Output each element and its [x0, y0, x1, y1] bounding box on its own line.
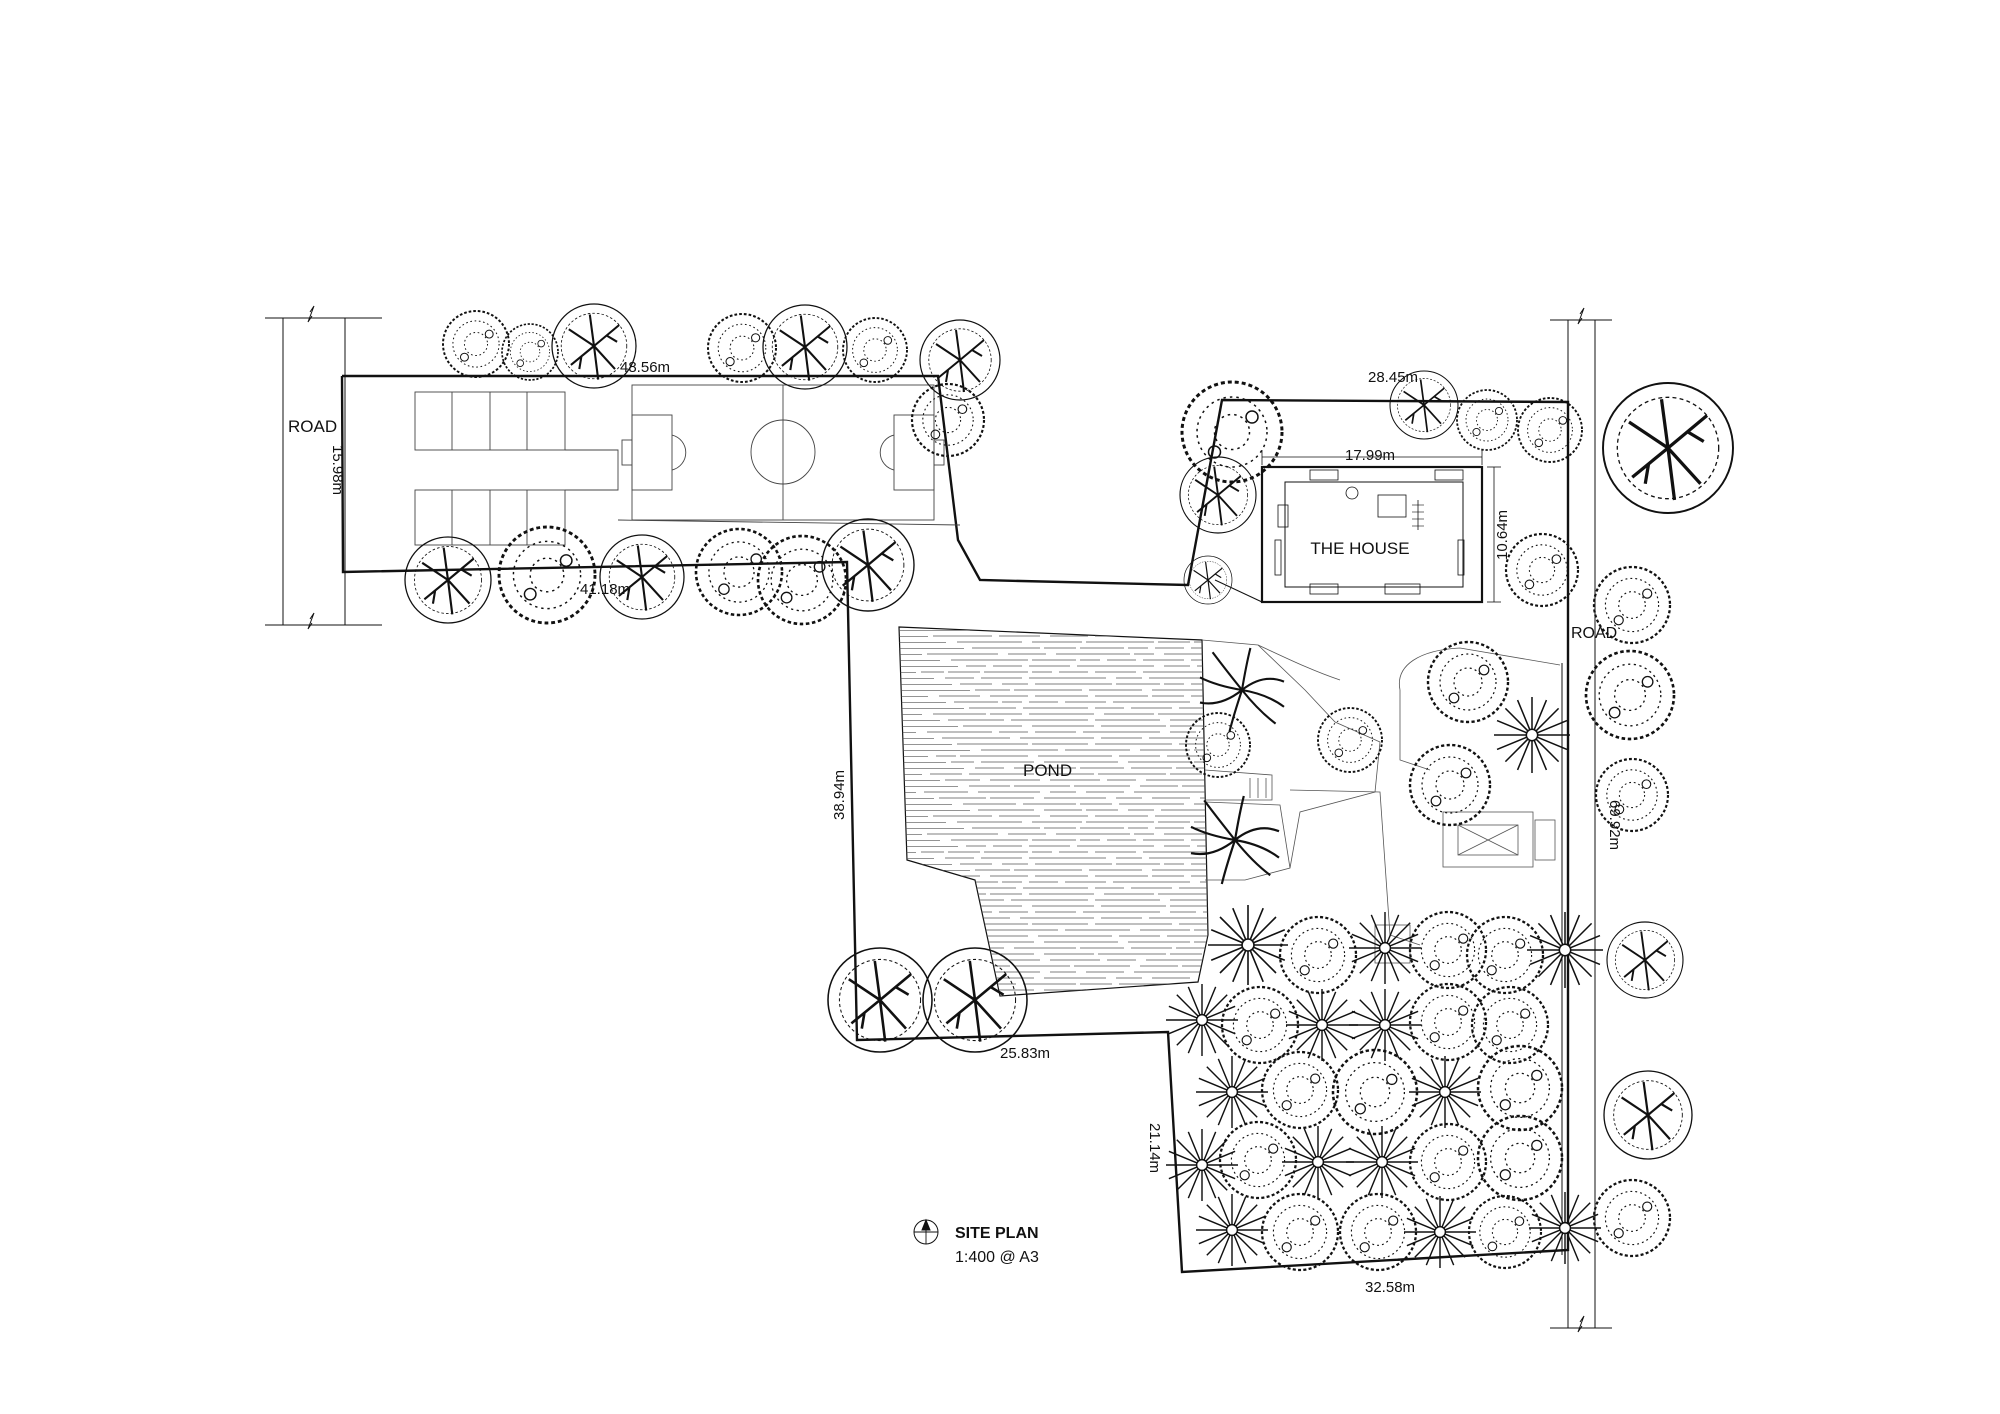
bushy-tree-icon: [442, 310, 510, 378]
bushy-tree-icon: [1408, 982, 1488, 1062]
star-tree-icon: [1348, 911, 1422, 985]
canopy-tree-icon: [1183, 555, 1233, 605]
bushy-tree-icon: [1592, 1178, 1672, 1258]
star-tree-icon: [1207, 904, 1289, 986]
bushy-tree-icon: [1317, 707, 1383, 773]
tree-group: [403, 302, 1735, 1272]
bushy-tree-icon: [1517, 397, 1583, 463]
bushy-tree-icon: [910, 382, 986, 458]
canopy-tree-icon: [820, 517, 916, 613]
star-tree-icon: [1526, 911, 1604, 989]
palm-tree-icon: [1198, 646, 1286, 734]
bushy-tree-icon: [1476, 1114, 1564, 1202]
star-tree-icon: [1493, 696, 1571, 774]
bushy-tree-icon: [1260, 1192, 1340, 1272]
house: [1214, 450, 1501, 604]
canopy-tree-icon: [1602, 1069, 1694, 1161]
north-arrow-icon: [913, 1218, 939, 1245]
dim-top-south: 41.18m: [580, 581, 630, 598]
bushy-tree-icon: [1408, 910, 1488, 990]
canopy-tree-icon: [598, 533, 686, 621]
dim-house-width: 17.99m: [1345, 447, 1395, 464]
bushy-tree-icon: [1185, 712, 1251, 778]
star-tree-icon: [1345, 1125, 1419, 1199]
bushy-tree-icon: [1331, 1048, 1419, 1136]
bushy-tree-icon: [1278, 915, 1358, 995]
bushy-tree-icon: [1584, 649, 1676, 741]
dim-orchard-west: 21.14m: [1146, 1123, 1163, 1173]
dim-top-west: 15.98m: [329, 445, 346, 495]
bushy-tree-icon: [1218, 1120, 1298, 1200]
bushy-tree-icon: [842, 317, 908, 383]
road-east-label: ROAD: [1571, 625, 1617, 642]
canopy-tree-icon: [403, 535, 493, 625]
bushy-tree-icon: [1260, 1050, 1340, 1130]
dim-east-boundary: 69.92m: [1606, 800, 1623, 850]
star-tree-icon: [1195, 1193, 1269, 1267]
star-tree-icon: [1403, 1195, 1477, 1269]
bushy-tree-icon: [1467, 1194, 1543, 1270]
bushy-tree-icon: [497, 525, 597, 625]
star-tree-icon: [1281, 1125, 1355, 1199]
house-label: THE HOUSE: [1310, 539, 1409, 558]
bushy-tree-icon: [501, 323, 559, 381]
bushy-tree-icon: [1426, 640, 1510, 724]
bushy-tree-icon: [706, 312, 778, 384]
bushy-tree-icon: [1476, 1044, 1564, 1132]
star-tree-icon: [1165, 1128, 1239, 1202]
bushy-tree-icon: [1465, 915, 1545, 995]
dim-pond-west: 38.94m: [831, 770, 848, 820]
west-road: [265, 305, 382, 630]
canopy-tree-icon: [826, 946, 934, 1054]
bushy-tree-icon: [1456, 389, 1518, 451]
road-west-label: ROAD: [288, 417, 337, 436]
star-tree-icon: [1195, 1055, 1269, 1129]
garden-paths: [1201, 639, 1561, 964]
site-plan-title: SITE PLAN: [955, 1225, 1039, 1242]
canopy-tree-icon: [1179, 456, 1257, 534]
dim-house-lot-north: 28.45m: [1368, 369, 1418, 386]
site-boundary: [340, 374, 1570, 1274]
bushy-tree-icon: [694, 527, 784, 617]
canopy-tree-icon: [1601, 381, 1735, 515]
dim-orchard-south: 32.58m: [1365, 1279, 1415, 1296]
star-tree-icon: [1285, 988, 1359, 1062]
sports-court: [565, 384, 961, 526]
parking-area: [414, 391, 619, 546]
bushy-tree-icon: [1408, 743, 1492, 827]
dim-top-north: 48.56m: [620, 359, 670, 376]
bushy-tree-icon: [1408, 1122, 1488, 1202]
canopy-tree-icon: [1606, 921, 1684, 999]
dim-pond-south: 25.83m: [1000, 1045, 1050, 1062]
star-tree-icon: [1528, 1191, 1602, 1265]
star-tree-icon: [1408, 1055, 1482, 1129]
bushy-tree-icon: [1470, 985, 1550, 1065]
site-plan-scale: 1:400 @ A3: [955, 1249, 1039, 1266]
dim-house-depth: 10.64m: [1494, 510, 1511, 560]
pond: [898, 626, 1209, 997]
pond-label: POND: [1023, 761, 1072, 780]
bushy-tree-icon: [756, 534, 848, 626]
